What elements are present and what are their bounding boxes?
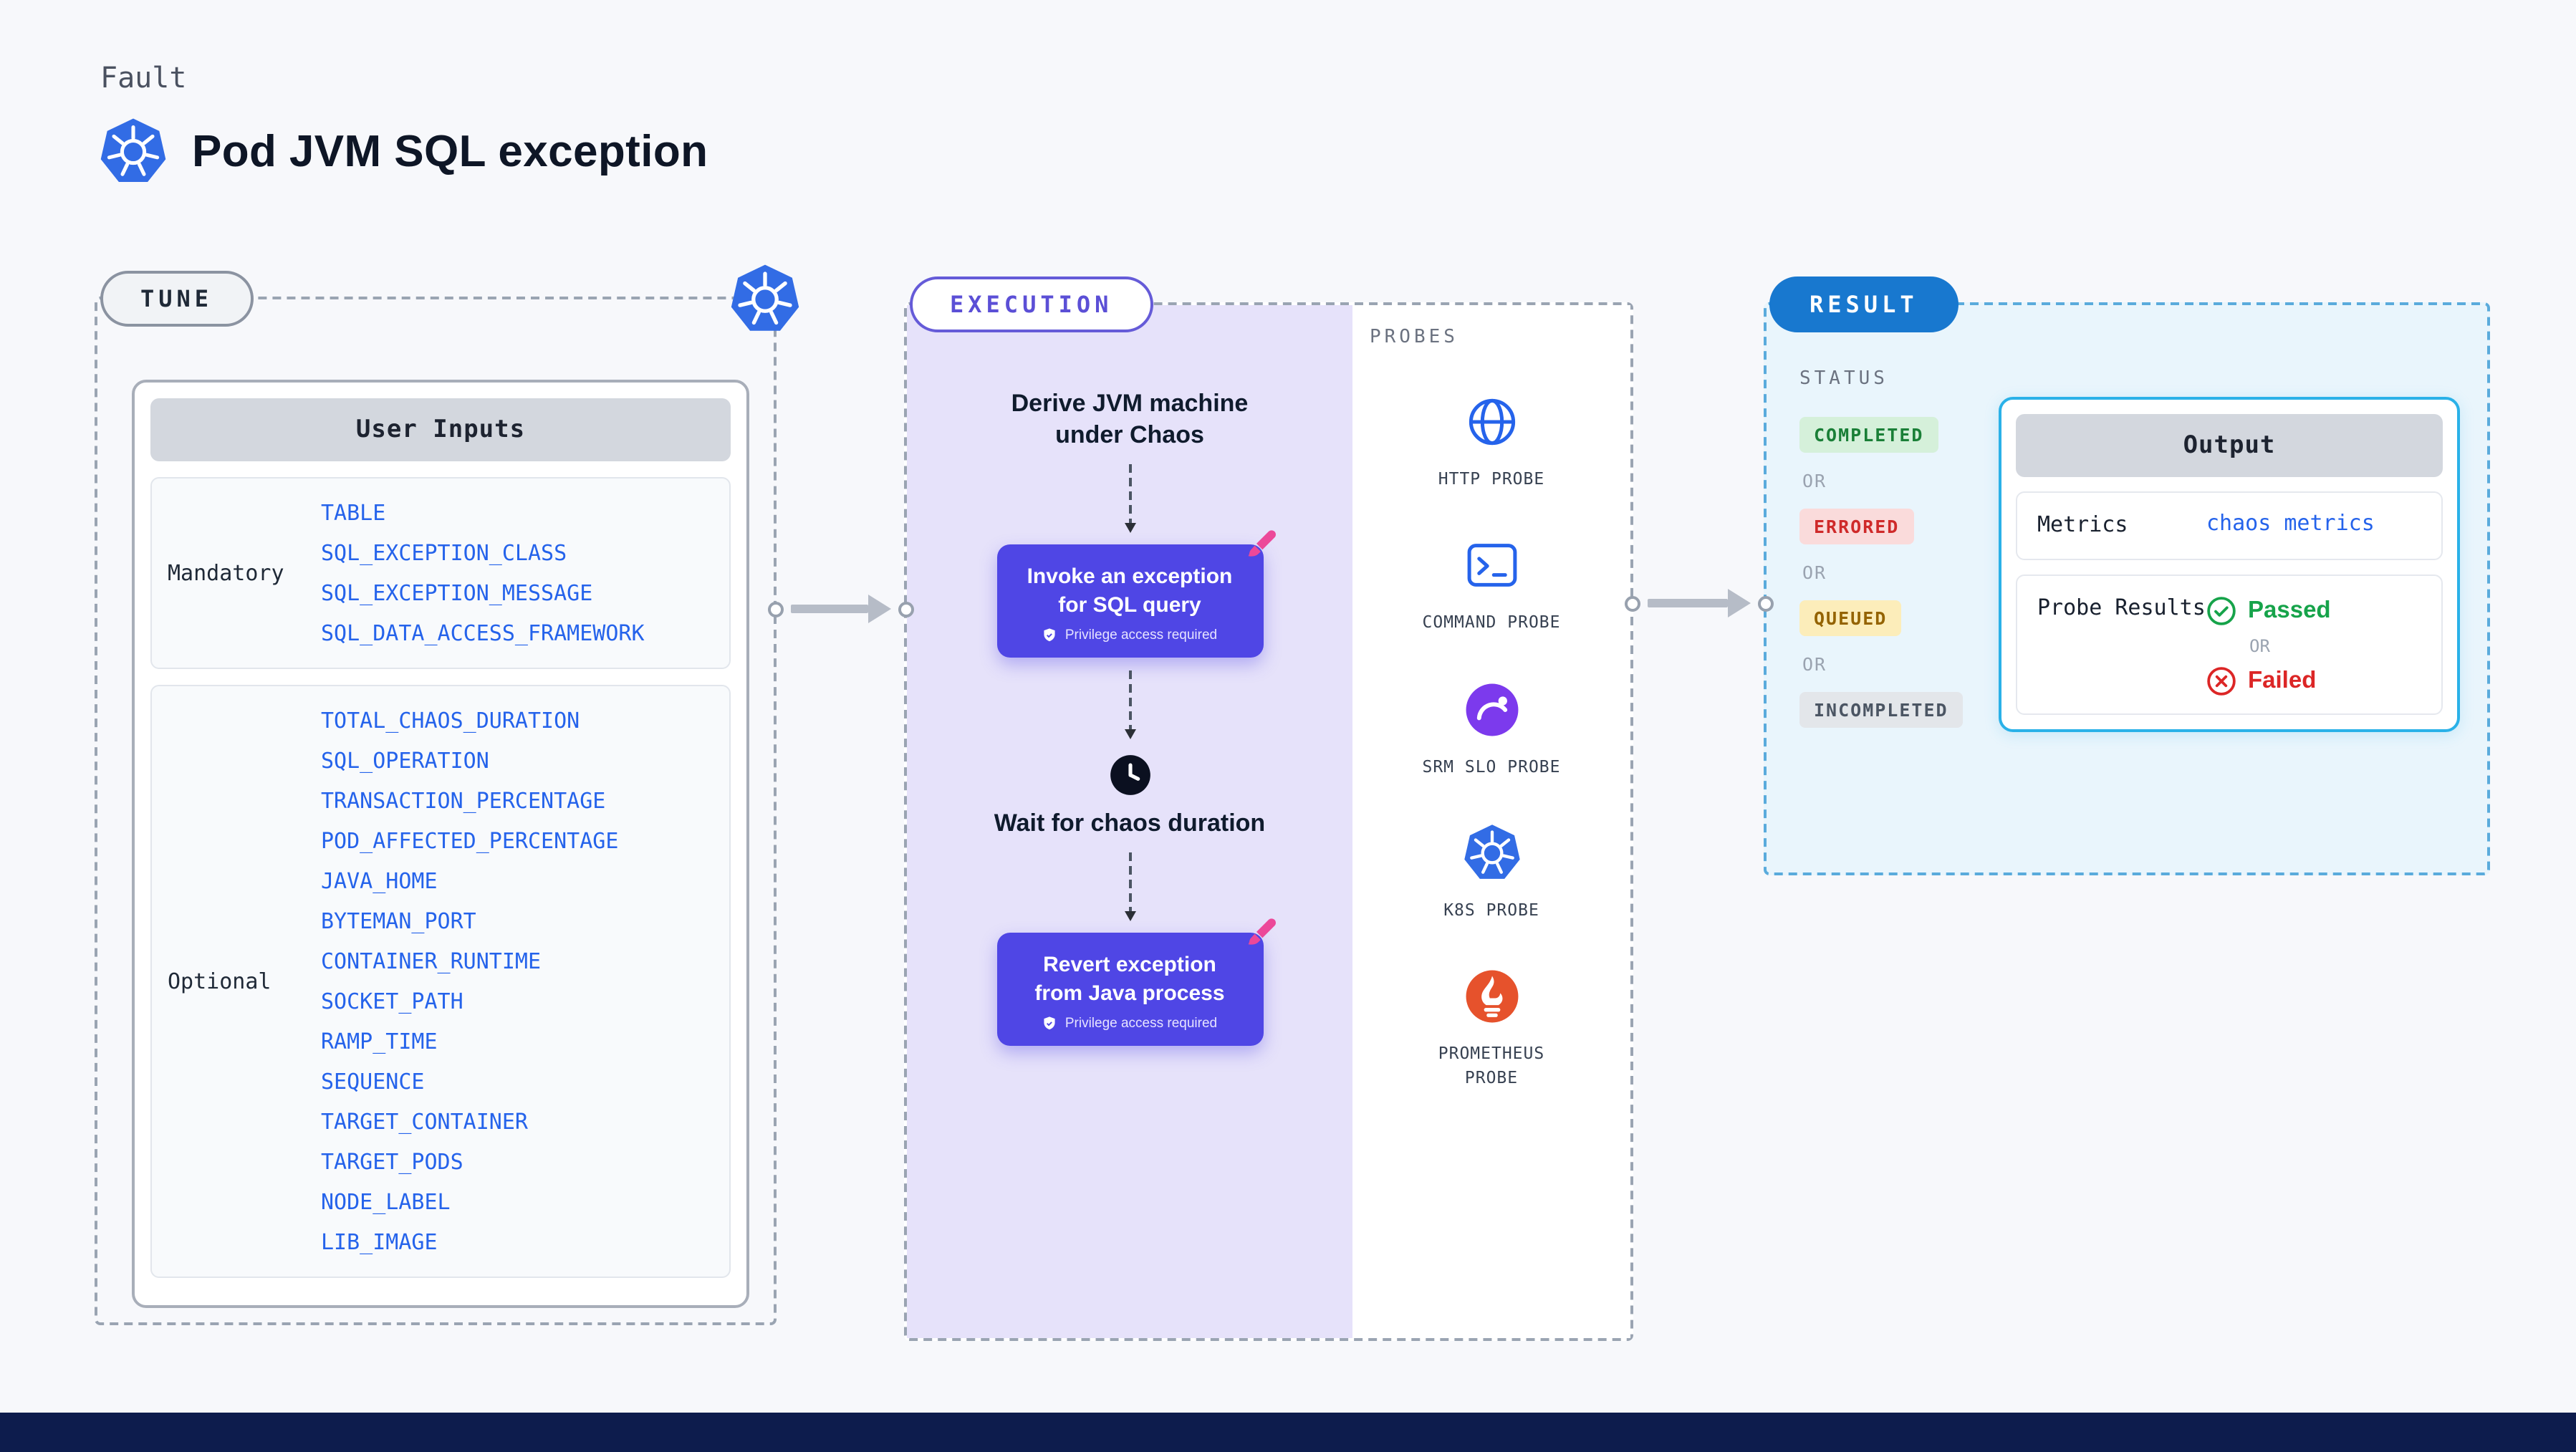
action-label: Invoke an exception for SQL query xyxy=(1027,564,1233,617)
execution-steps: Derive JVM machine under Chaos Invoke an… xyxy=(907,305,1352,1338)
or-separator: OR xyxy=(2249,635,2270,656)
output-header: Output xyxy=(2016,414,2443,477)
execution-badge: EXECUTION xyxy=(910,277,1153,332)
tune-badge: TUNE xyxy=(100,271,254,327)
param: TRANSACTION_PERCENTAGE xyxy=(321,788,606,814)
tune-section: TUNE User Inputs Mandatory TABLE SQL_EX xyxy=(95,264,799,1325)
action-invoke-sql-exception: Invoke an exception for SQL query Privil… xyxy=(996,530,1275,658)
flow-arrow-execution-to-result xyxy=(1625,585,1774,622)
probe-prometheus: PROMETHEUS PROBE xyxy=(1421,967,1562,1091)
probes-panel: PROBES HTTP PROBE xyxy=(1352,305,1630,1338)
chaos-brush-icon xyxy=(1244,916,1280,952)
output-table: Output Metrics chaos metrics Probe Resul… xyxy=(1999,397,2460,732)
prometheus-probe-icon xyxy=(1462,967,1521,1026)
param: SOCKET_PATH xyxy=(321,989,463,1014)
page-header: Pod JVM SQL exception xyxy=(99,117,708,186)
arrow-head-icon xyxy=(868,595,891,623)
param: TARGET_CONTAINER xyxy=(321,1109,528,1135)
execution-section: EXECUTION Derive JVM machine under Chaos… xyxy=(904,277,1633,1341)
metrics-row: Metrics chaos metrics xyxy=(2016,491,2443,560)
param: SQL_OPERATION xyxy=(321,748,489,774)
probe-result-failed: Failed xyxy=(2206,666,2331,696)
optional-label: Optional xyxy=(168,968,271,994)
or-separator: OR xyxy=(1802,562,1827,583)
privilege-note: Privilege access required xyxy=(1042,1016,1217,1032)
page-title: Pod JVM SQL exception xyxy=(192,126,708,176)
param: SEQUENCE xyxy=(321,1069,425,1095)
action-revert-exception: Revert exception from Java process Privi… xyxy=(996,918,1275,1047)
probe-results-label: Probe Results xyxy=(2037,594,2206,620)
mandatory-params: TABLE SQL_EXCEPTION_CLASS SQL_EXCEPTION_… xyxy=(321,493,729,653)
param: BYTEMAN_PORT xyxy=(321,908,476,934)
probe-results-values: Passed OR Failed xyxy=(2206,593,2331,696)
status-badge-queued: QUEUED xyxy=(1799,600,1902,636)
step-derive-jvm: Derive JVM machine under Chaos xyxy=(1011,390,1249,449)
fault-kicker: Fault xyxy=(100,60,187,95)
k8s-probe-icon xyxy=(1462,824,1521,883)
param: POD_AFFECTED_PERCENTAGE xyxy=(321,828,619,854)
status-badge-incompleted: INCOMPLETED xyxy=(1799,692,1963,728)
result-badge: RESULT xyxy=(1769,277,1959,332)
param: CONTAINER_RUNTIME xyxy=(321,948,542,974)
srm-slo-probe-icon xyxy=(1462,680,1521,739)
down-arrow-icon xyxy=(1124,852,1135,922)
shield-icon xyxy=(1044,1016,1056,1030)
status-label: STATUS xyxy=(1799,368,1888,390)
connector-node xyxy=(768,601,784,617)
optional-section: Optional TOTAL_CHAOS_DURATION SQL_OPERAT… xyxy=(150,685,731,1278)
connector-node xyxy=(1758,595,1774,611)
step-wait-duration: Wait for chaos duration xyxy=(994,809,1266,837)
param: TOTAL_CHAOS_DURATION xyxy=(321,708,580,734)
param: RAMP_TIME xyxy=(321,1029,438,1054)
param: LIB_IMAGE xyxy=(321,1229,438,1255)
command-probe-icon xyxy=(1462,537,1521,595)
probe-srm-slo: SRM SLO PROBE xyxy=(1421,680,1562,779)
param: NODE_LABEL xyxy=(321,1189,451,1215)
param: JAVA_HOME xyxy=(321,868,438,894)
bottom-bar xyxy=(0,1412,2576,1452)
probe-command: COMMAND PROBE xyxy=(1421,537,1562,636)
metrics-label: Metrics xyxy=(2037,511,2128,537)
arrow-line xyxy=(1648,599,1728,607)
result-section: RESULT STATUS COMPLETED OR ERRORED OR QU… xyxy=(1764,277,2490,875)
param: TABLE xyxy=(321,500,386,526)
or-separator: OR xyxy=(1802,653,1827,675)
optional-params: TOTAL_CHAOS_DURATION SQL_OPERATION TRANS… xyxy=(321,701,729,1262)
or-separator: OR xyxy=(1802,470,1827,491)
arrow-head-icon xyxy=(1728,589,1751,617)
probes-label: PROBES xyxy=(1370,327,1458,348)
arrow-line xyxy=(791,605,868,613)
param: TARGET_PODS xyxy=(321,1149,463,1175)
http-probe-icon xyxy=(1462,393,1521,451)
privilege-note: Privilege access required xyxy=(1042,628,1217,643)
flow-arrow-tune-to-execution xyxy=(768,590,914,628)
probe-results-row: Probe Results Passed OR xyxy=(2016,574,2443,715)
connector-node xyxy=(1625,595,1640,611)
param: SQL_DATA_ACCESS_FRAMEWORK xyxy=(321,620,645,646)
shield-icon xyxy=(1044,628,1056,642)
down-arrow-icon xyxy=(1124,464,1135,534)
connector-node xyxy=(898,601,914,617)
user-inputs-table: User Inputs Mandatory TABLE SQL_EXCEPTIO… xyxy=(132,380,749,1308)
param: SQL_EXCEPTION_CLASS xyxy=(321,540,567,566)
probe-http: HTTP PROBE xyxy=(1421,393,1562,492)
check-circle-icon xyxy=(2207,596,2236,625)
status-badge-errored: ERRORED xyxy=(1799,509,1914,544)
kubernetes-icon xyxy=(729,264,801,335)
probe-result-passed: Passed xyxy=(2206,596,2331,626)
mandatory-label: Mandatory xyxy=(168,560,284,586)
status-column: STATUS COMPLETED OR ERRORED OR QUEUED OR… xyxy=(1799,368,1963,728)
down-arrow-icon xyxy=(1124,670,1135,740)
probe-k8s: K8S PROBE xyxy=(1421,824,1562,923)
kubernetes-icon xyxy=(99,117,168,186)
x-circle-icon xyxy=(2207,666,2236,696)
chaos-brush-icon xyxy=(1244,527,1280,563)
metrics-value: chaos metrics xyxy=(2206,510,2375,536)
mandatory-section: Mandatory TABLE SQL_EXCEPTION_CLASS SQL_… xyxy=(150,477,731,669)
status-badge-completed: COMPLETED xyxy=(1799,417,1938,453)
clock-icon xyxy=(1108,754,1151,797)
param: SQL_EXCEPTION_MESSAGE xyxy=(321,580,593,606)
user-inputs-header: User Inputs xyxy=(150,398,731,461)
action-label: Revert exception from Java process xyxy=(1034,953,1225,1006)
